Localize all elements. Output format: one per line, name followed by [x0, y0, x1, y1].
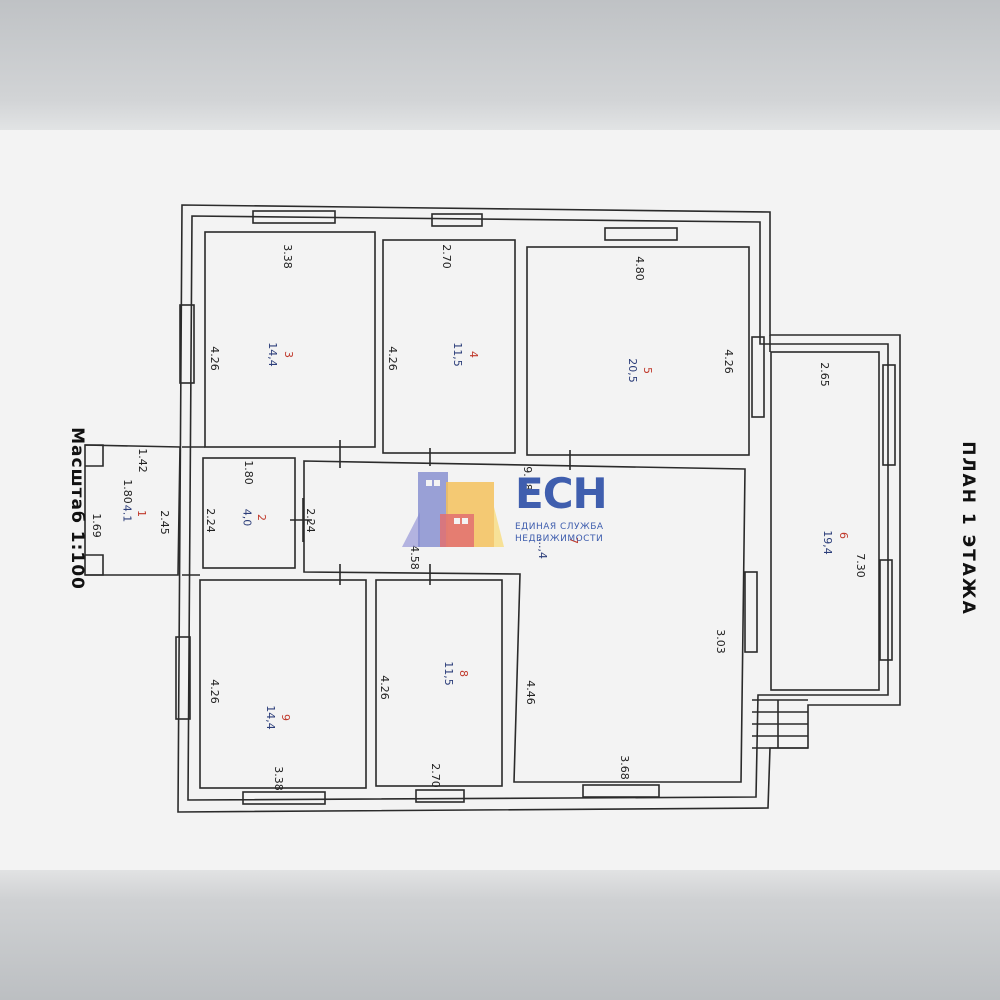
window-right-6a	[882, 364, 896, 466]
room-8-area: 11,5	[441, 661, 455, 686]
room-9-dim-left: 4.26	[207, 679, 221, 704]
window-right-6b	[879, 559, 893, 661]
room-4-dim-top: 2.70	[439, 244, 453, 269]
room-8-dim-left: 4.26	[377, 675, 391, 700]
room-2-number: 2	[255, 514, 268, 521]
room-3-dim-left: 4.26	[207, 346, 221, 371]
room-5-dim-right: 4.26	[721, 349, 735, 374]
vestibule-outline	[84, 444, 181, 576]
vestibule-step-bottom	[85, 554, 104, 576]
room-2-area: 4,0	[240, 508, 254, 527]
room-4-dim-left: 4.26	[385, 346, 399, 371]
paper-sheet	[0, 130, 1000, 870]
window-right-7	[744, 571, 758, 653]
window-top-4	[431, 213, 483, 227]
room-7-dim-left: 2.24	[303, 508, 317, 533]
window-top-3	[252, 210, 336, 224]
room-9-outline	[199, 579, 367, 789]
room-6-outline	[770, 351, 880, 691]
room-9-dim-bottom: 3.38	[271, 766, 285, 791]
room-8-number: 8	[457, 670, 470, 677]
room-5-number: 5	[641, 367, 654, 374]
room-1-area: 4.1	[120, 504, 134, 523]
room-3-number: 3	[282, 351, 295, 358]
watermark-logo-text: ЕСН	[515, 469, 608, 518]
room-7-dim-lower-bottom: 3.68	[617, 755, 631, 780]
room-2-outline	[202, 457, 296, 569]
outer-wall-inner	[187, 215, 889, 801]
room-6-number: 6	[837, 532, 850, 539]
room-8-dim-bottom: 2.70	[428, 763, 442, 788]
room-6-dim-top: 2.65	[817, 362, 831, 387]
room-7-dim-lower-left: 4.46	[523, 680, 537, 705]
window-left-9	[175, 636, 191, 720]
room-4-outline	[382, 239, 516, 454]
window-bottom-9	[242, 791, 326, 805]
room-7-outline	[303, 460, 746, 783]
room-1-dim-width: 1.80	[120, 479, 134, 504]
watermark-buildings-icon	[402, 472, 504, 547]
room-1-dim-side: 1.69	[89, 513, 103, 538]
room-1-dim-top: 1.42	[135, 448, 149, 473]
room-7-dim-right: 3.03	[713, 629, 727, 654]
window-bottom-7	[582, 784, 660, 798]
room-6-dim-right: 7.30	[853, 553, 867, 578]
room-4-area: 11,5	[450, 342, 464, 367]
wall-joint-lines	[182, 335, 771, 576]
vestibule-step-top	[85, 444, 104, 467]
room-1-number: 1	[135, 510, 148, 517]
room-3-dim-top: 3.38	[280, 244, 294, 269]
room-9-area: 14,4	[263, 705, 277, 730]
room-5-dim-top: 4.80	[632, 256, 646, 281]
room-5-outline	[526, 246, 750, 456]
room-8-outline	[375, 579, 503, 787]
window-bottom-8	[415, 789, 465, 803]
room-3-area: 14,4	[265, 342, 279, 367]
outer-wall-outer	[177, 204, 901, 813]
room-3-outline	[204, 231, 376, 448]
watermark-line-1: ЕДИНАЯ СЛУЖБА	[515, 522, 604, 532]
room-2-dim-left: 2.24	[203, 508, 217, 533]
window-top-5	[604, 227, 678, 241]
window-left-3	[179, 304, 195, 384]
window-right-5	[751, 336, 765, 418]
door-ticks	[290, 440, 571, 585]
plan-title: ПЛАН 1 ЭТАЖА	[957, 441, 978, 616]
scale-label: Масштаб 1:100	[66, 427, 87, 590]
room-6-area: 19,4	[820, 530, 834, 555]
room-4-number: 4	[467, 351, 480, 358]
room-1-dim-right: 2.45	[157, 510, 171, 535]
room-9-number: 9	[279, 714, 292, 721]
room-2-dim-top: 1.80	[241, 460, 255, 485]
watermark-line-2: НЕДВИЖИМОСТИ	[515, 534, 604, 544]
room-5-area: 20,5	[625, 358, 639, 383]
porch-steps	[752, 699, 808, 749]
